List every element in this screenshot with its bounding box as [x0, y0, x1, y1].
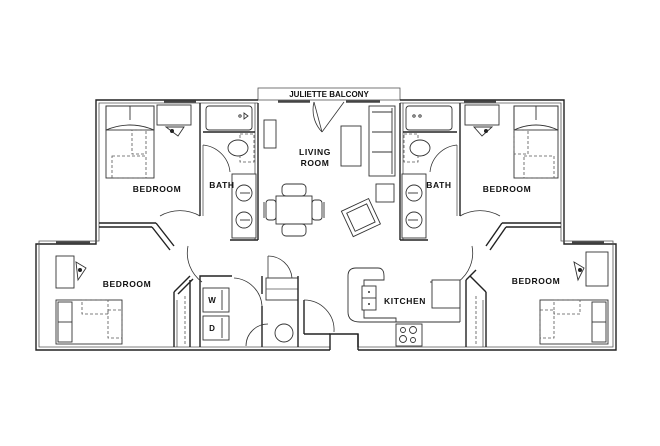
bathtub: [405, 105, 453, 131]
tv-console: [263, 119, 277, 149]
bath-left-label: BATH: [209, 180, 234, 190]
living-label-line2: ROOM: [301, 158, 330, 168]
bedroom-bottom-left: BEDROOM: [55, 255, 186, 345]
bath-right-label: BATH: [426, 180, 451, 190]
washer-label: W: [208, 296, 216, 305]
desk-chair: [164, 126, 185, 137]
side-table: [375, 183, 395, 203]
stove: [395, 323, 423, 347]
desk: [55, 255, 75, 289]
desk-chair: [472, 126, 494, 137]
living-label-line1: LIVING: [299, 147, 331, 157]
bathtub: [205, 105, 253, 131]
exterior-walls: [35, 99, 617, 351]
desk-chair: [573, 261, 585, 282]
kitchen: KITCHEN: [347, 267, 461, 347]
bedroom-bottom-right: BEDROOM: [475, 251, 609, 345]
dining-set: [263, 183, 325, 237]
coffee-table: [340, 125, 362, 167]
water-heater: [274, 323, 294, 343]
bath-left: BATH: [205, 105, 257, 239]
washer: [202, 287, 230, 313]
bedroom-top-right-label: BEDROOM: [483, 184, 532, 194]
balcony-label: JULIETTE BALCONY: [289, 90, 369, 99]
balcony-door: [312, 101, 345, 133]
bedroom-top-left-label: BEDROOM: [133, 184, 182, 194]
toilet: [409, 139, 431, 157]
toilet: [227, 139, 249, 157]
refrigerator: [431, 279, 461, 309]
door-swings: [159, 144, 501, 347]
interior-walls: [99, 103, 561, 347]
desk: [585, 251, 609, 287]
living-room-furniture: LIVING ROOM: [263, 105, 396, 238]
desk-chair: [75, 261, 87, 282]
bedroom-top-left: BEDROOM: [105, 104, 192, 194]
bedroom-bottom-right-label: BEDROOM: [512, 276, 561, 286]
desk: [156, 104, 192, 126]
dryer: [202, 315, 230, 341]
juliette-balcony: JULIETTE BALCONY: [257, 87, 401, 101]
bedroom-top-right: BEDROOM: [464, 104, 559, 194]
counter: [347, 267, 397, 323]
laundry: W D: [202, 287, 294, 343]
windows: [56, 100, 604, 244]
bedroom-bottom-left-label: BEDROOM: [103, 279, 152, 289]
desk: [464, 104, 500, 126]
kitchen-label: KITCHEN: [384, 296, 426, 306]
sofa: [368, 105, 396, 177]
dryer-label: D: [209, 324, 215, 333]
armchair: [340, 197, 382, 238]
bath-right: BATH: [401, 105, 453, 239]
